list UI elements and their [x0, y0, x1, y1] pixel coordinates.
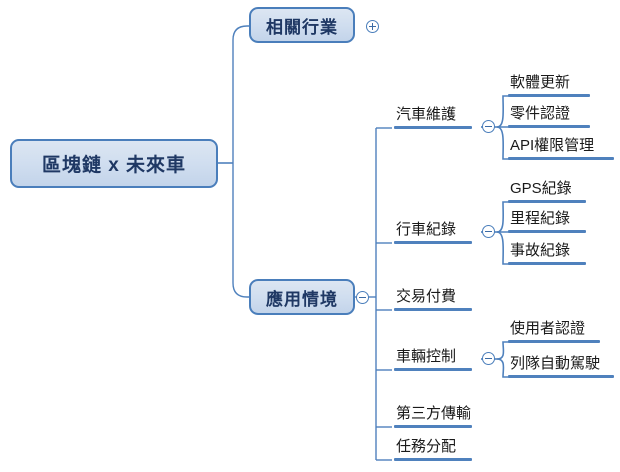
node-gps-record-rule — [508, 200, 586, 203]
node-parts-certification[interactable]: 零件認證 — [508, 104, 590, 128]
minus-icon-vehicle-control[interactable] — [482, 352, 495, 365]
node-accident-record[interactable]: 事故紀錄 — [508, 241, 586, 265]
node-platooning-autonomous-driving-rule — [508, 375, 614, 378]
node-driving-record-label: 行車紀錄 — [396, 221, 457, 238]
plus-icon-related-industry[interactable] — [366, 20, 379, 33]
node-driving-record[interactable]: 行車紀錄 — [394, 220, 472, 244]
node-platooning-autonomous-driving[interactable]: 列隊自動駕駛 — [508, 354, 614, 378]
root-node[interactable]: 區塊鏈 x 未來車 — [10, 139, 218, 188]
node-third-party-transmission[interactable]: 第三方傳輸 — [394, 404, 472, 428]
node-api-permission-management[interactable]: API權限管理 — [508, 136, 614, 160]
node-software-update-label: 軟體更新 — [510, 74, 571, 91]
node-mileage-record[interactable]: 里程紀錄 — [508, 209, 586, 233]
node-gps-record-label: GPS紀錄 — [510, 180, 572, 197]
node-api-permission-management-label: API權限管理 — [510, 137, 595, 154]
node-task-allocation-rule — [394, 458, 472, 461]
node-related-industry-label: 相關行業 — [266, 17, 338, 37]
node-parts-certification-label: 零件認證 — [510, 105, 571, 122]
node-vehicle-maintenance[interactable]: 汽車維護 — [394, 105, 472, 129]
node-vehicle-maintenance-label: 汽車維護 — [396, 106, 457, 123]
node-transaction-payment-label: 交易付費 — [396, 288, 457, 305]
node-vehicle-maintenance-rule — [394, 126, 472, 129]
node-mileage-record-rule — [508, 230, 586, 233]
node-gps-record[interactable]: GPS紀錄 — [508, 179, 586, 203]
node-platooning-autonomous-driving-label: 列隊自動駕駛 — [510, 355, 601, 372]
node-accident-record-label: 事故紀錄 — [510, 242, 571, 259]
minus-icon-application-scenario[interactable] — [356, 291, 369, 304]
node-transaction-payment-rule — [394, 308, 472, 311]
node-application-scenario[interactable]: 應用情境 — [249, 279, 355, 315]
node-user-authentication-rule — [508, 340, 600, 343]
minus-icon-driving-record[interactable] — [482, 225, 495, 238]
node-user-authentication-label: 使用者認證 — [510, 320, 586, 337]
node-api-permission-management-rule — [508, 157, 614, 160]
node-task-allocation[interactable]: 任務分配 — [394, 437, 472, 461]
node-accident-record-rule — [508, 262, 586, 265]
node-third-party-transmission-label: 第三方傳輸 — [396, 405, 472, 422]
node-software-update-rule — [508, 94, 590, 97]
node-vehicle-control-rule — [394, 368, 472, 371]
node-application-scenario-label: 應用情境 — [266, 289, 338, 309]
node-driving-record-rule — [394, 241, 472, 244]
node-parts-certification-rule — [508, 125, 590, 128]
node-mileage-record-label: 里程紀錄 — [510, 210, 571, 227]
node-related-industry[interactable]: 相關行業 — [249, 7, 355, 43]
root-node-label: 區塊鏈 x 未來車 — [41, 155, 187, 176]
node-vehicle-control-label: 車輛控制 — [396, 348, 457, 365]
node-software-update[interactable]: 軟體更新 — [508, 73, 590, 97]
node-transaction-payment[interactable]: 交易付費 — [394, 287, 472, 311]
node-vehicle-control[interactable]: 車輛控制 — [394, 347, 472, 371]
minus-icon-vehicle-maintenance[interactable] — [482, 120, 495, 133]
node-task-allocation-label: 任務分配 — [396, 438, 457, 455]
node-third-party-transmission-rule — [394, 425, 472, 428]
node-user-authentication[interactable]: 使用者認證 — [508, 319, 600, 343]
